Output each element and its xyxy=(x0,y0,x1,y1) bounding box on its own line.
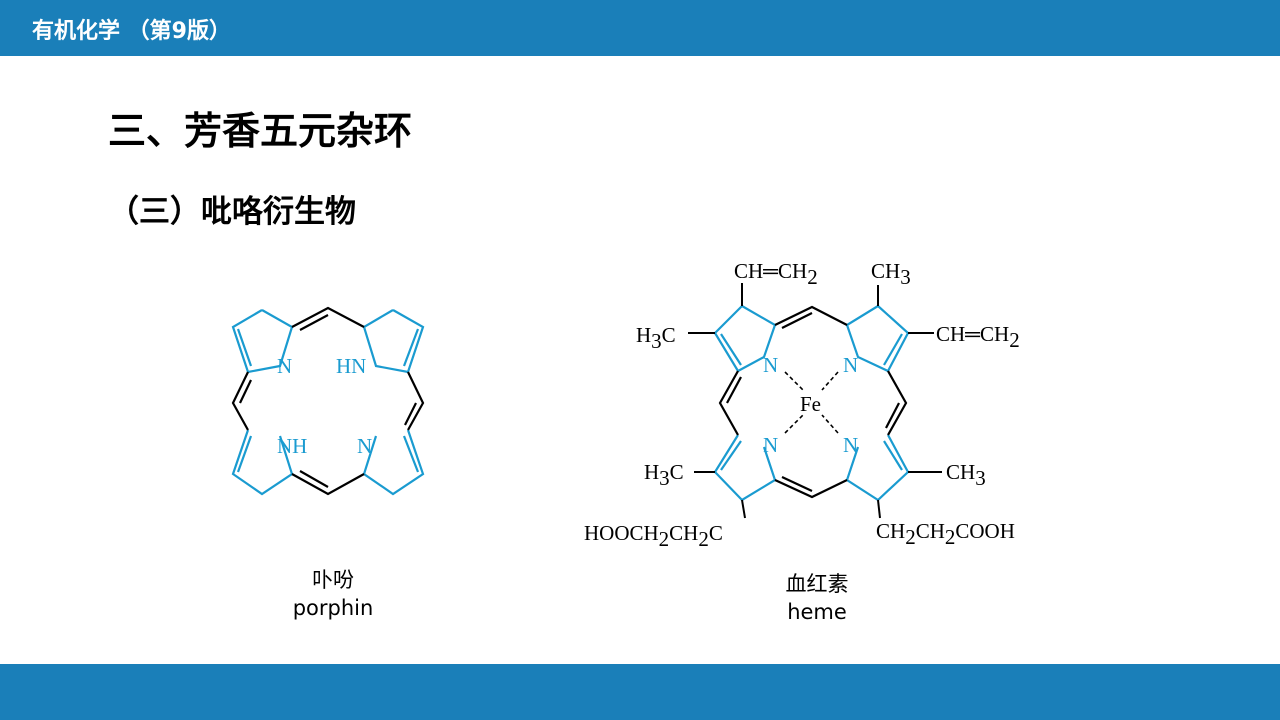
porphin-atom-n1: N xyxy=(277,354,292,378)
heme-methyl-left-top: H3C xyxy=(636,323,676,353)
heme-vinyl-right: CH═CH2 xyxy=(936,322,1020,352)
heme-coordination-bonds xyxy=(784,371,839,434)
porphin-name-en: porphin xyxy=(292,596,374,620)
porphin-methine-bridges xyxy=(231,306,425,496)
subsection-title: （三）吡咯衍生物 xyxy=(108,194,356,230)
footer-bar xyxy=(0,664,1280,720)
heme-propionate-left: HOOCH2CH2C xyxy=(584,521,723,551)
heme-vinyl-top: CH═CH2 xyxy=(734,259,818,289)
porphin-atom-n2: N xyxy=(357,434,372,458)
porphin-atom-hn: HN xyxy=(336,354,366,378)
porphin-name-cn: 卟吩 xyxy=(312,568,354,592)
heme-pyrrole-rings xyxy=(713,305,910,502)
porphin-atom-nh: NH xyxy=(277,434,307,458)
heme-atom-n-tr: N xyxy=(843,353,858,377)
porphin-structure: N HN NH N xyxy=(231,306,425,496)
heme-name-cn: 血红素 xyxy=(785,572,849,596)
heme-methyl-left-bottom: H3C xyxy=(644,460,684,490)
heme-atom-n-br: N xyxy=(843,433,858,457)
heme-name-en: heme xyxy=(787,600,847,624)
header-bar: 有机化学 （第9版） xyxy=(0,0,1280,56)
heme-caption: 血红素 heme xyxy=(757,570,877,626)
heme-methyl-right-bottom: CH3 xyxy=(946,460,986,490)
heme-structure: N N N N Fe CH═CH2 CH3 H3C CH═CH2 H3C CH3… xyxy=(584,259,1020,551)
heme-atom-n-bl: N xyxy=(763,433,778,457)
section-title: 三、芳香五元杂环 xyxy=(108,109,413,153)
heme-methine-bridges xyxy=(718,305,908,499)
heme-atom-n-tl: N xyxy=(763,353,778,377)
porphin-caption: 卟吩 porphin xyxy=(283,566,383,622)
heme-propionate-right: CH2CH2COOH xyxy=(876,519,1015,549)
heme-methyl-top: CH3 xyxy=(871,259,911,289)
heme-substituent-bonds xyxy=(688,283,942,519)
porphin-pyrrole-rings xyxy=(231,309,425,496)
heme-metal-fe: Fe xyxy=(800,392,821,416)
course-title: 有机化学 （第9版） xyxy=(32,19,231,44)
